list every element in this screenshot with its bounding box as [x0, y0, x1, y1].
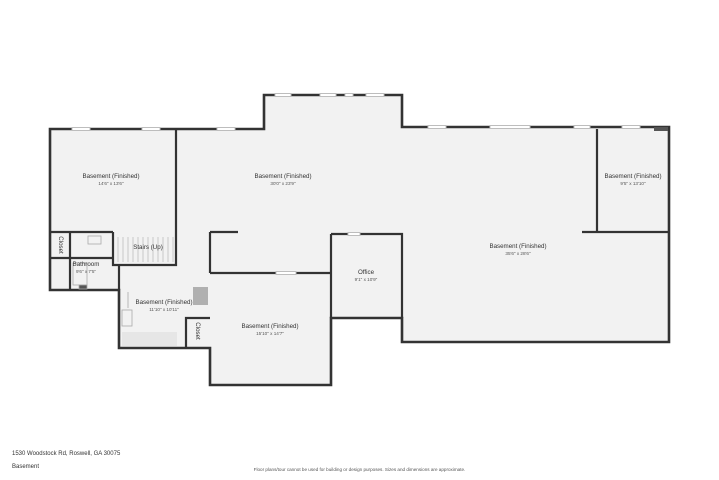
room-dims-bsmt-east-large: 35'6" x 28'6"	[505, 251, 531, 256]
room-dims-bsmt-lower-center: 15'10" x 14'7"	[256, 331, 284, 336]
room-label-bathroom: Bathroom	[73, 261, 100, 268]
room-label-bsmt-lower-center: Basement (Finished)	[241, 323, 298, 330]
room-label-closet-lower: Closet	[194, 322, 201, 340]
windows	[71, 93, 641, 275]
fixtures	[72, 127, 668, 346]
room-dims-bsmt-center: 30'0" x 23'9"	[270, 181, 296, 186]
room-dims-bsmt-east-small: 9'5" x 13'10"	[620, 181, 646, 186]
disclaimer-text: Floor plans/tour cannot be used for buil…	[253, 467, 466, 472]
room-label-bsmt-center: Basement (Finished)	[254, 173, 311, 180]
room-labels: Basement (Finished) 14'6" x 13'6" Baseme…	[57, 173, 662, 340]
room-dims-office: 9'1" x 10'9"	[355, 277, 378, 282]
room-label-bsmt-east-small: Basement (Finished)	[604, 173, 661, 180]
room-dims-bsmt-west: 14'6" x 13'6"	[98, 181, 124, 186]
room-dims-bathroom: 9'6" x 7'5"	[76, 269, 96, 274]
address-text: 1530 Woodstock Rd, Roswell, GA 30075	[12, 451, 121, 457]
room-label-office: Office	[358, 269, 375, 276]
stairs-drawing	[117, 237, 174, 262]
room-label-closet-west: Closet	[57, 236, 64, 254]
floor-area	[50, 95, 669, 385]
level-label: Basement	[12, 464, 40, 470]
room-label-stairs: Stairs (Up)	[133, 244, 163, 251]
room-label-bsmt-east-large: Basement (Finished)	[489, 243, 546, 250]
room-dims-bsmt-lower-left: 11'10" x 10'11"	[149, 307, 179, 312]
room-label-bsmt-west: Basement (Finished)	[82, 173, 139, 180]
room-label-bsmt-lower-left: Basement (Finished)	[135, 299, 192, 306]
